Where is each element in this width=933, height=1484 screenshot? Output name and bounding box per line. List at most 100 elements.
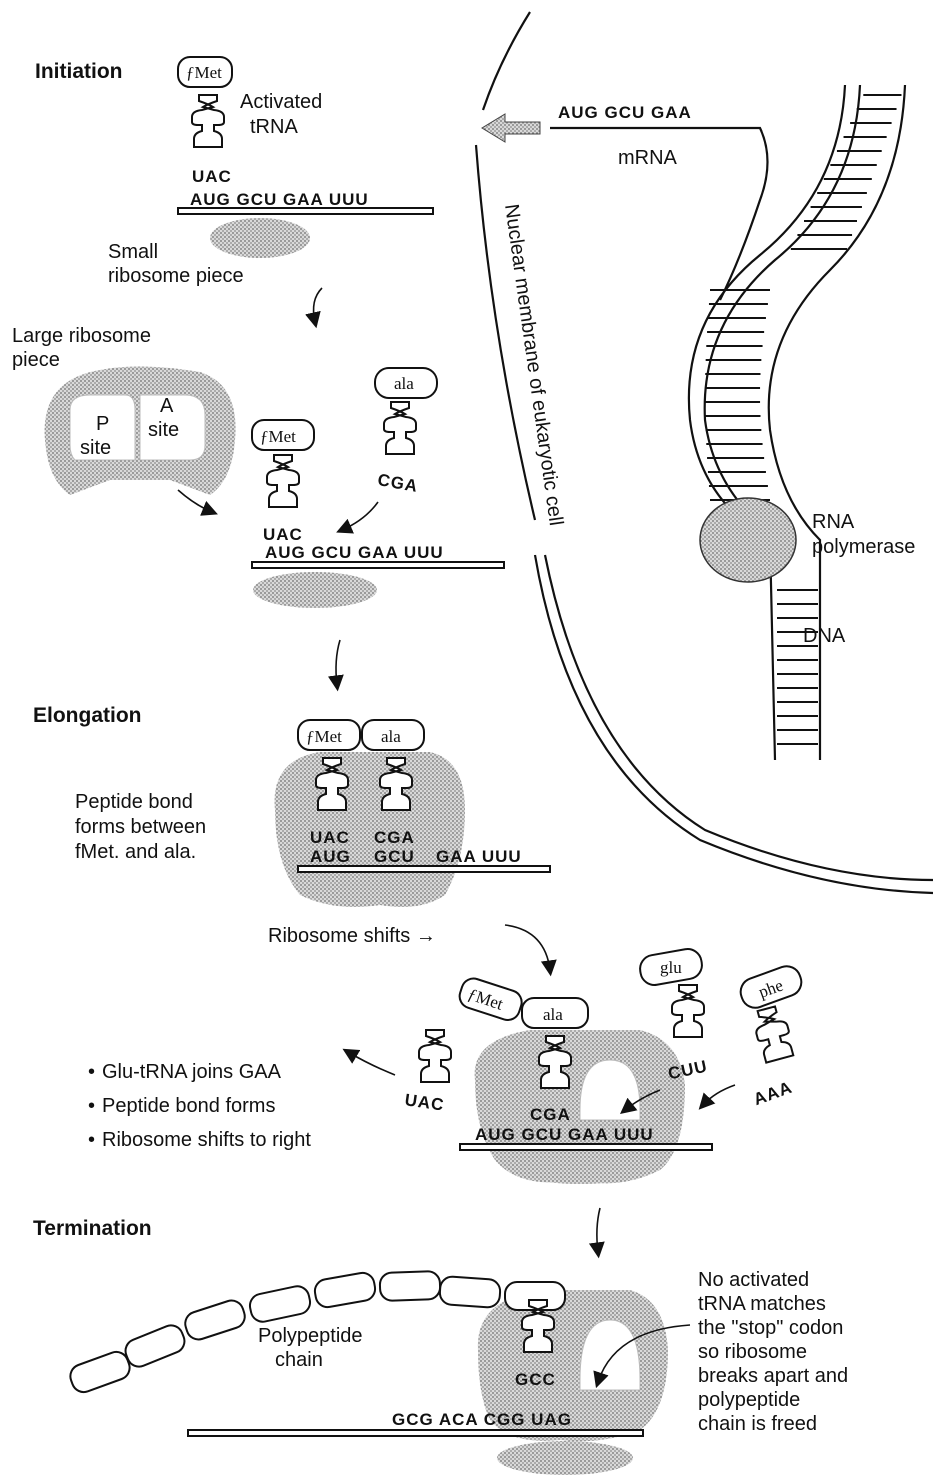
bullet-1: Glu-tRNA joins GAA — [102, 1061, 282, 1083]
initiation-mrna-seq-2: AUG GCU GAA UUU — [265, 543, 444, 562]
fmet-box-4-group: ƒMet — [457, 975, 525, 1023]
bullet-dot-1: • — [88, 1061, 95, 1083]
membrane-label: Nuclear membrane of eukaryotic cell — [500, 203, 567, 527]
elong-mrna-strand — [298, 866, 550, 872]
elong2-mrna-seq: AUG GCU GAA UUU — [475, 1125, 654, 1144]
fmet-label-2: ƒMet — [260, 427, 296, 446]
bullet-3: Ribosome shifts to right — [102, 1129, 311, 1151]
elongation-heading: Elongation — [33, 704, 142, 727]
elong-anticodon-1: UAC — [310, 828, 350, 847]
glu-label: glu — [660, 958, 682, 977]
dna-label: DNA — [803, 625, 846, 647]
released-trna — [419, 1030, 451, 1082]
termination-note-3: the "stop" codon — [698, 1317, 843, 1339]
initiation-mrna-strand — [178, 208, 433, 214]
glu-trna — [672, 985, 704, 1037]
initiation-arrow-1 — [314, 288, 322, 322]
bullet-dot-2: • — [88, 1095, 95, 1117]
initiation-anticodon: UAC — [192, 167, 232, 186]
ala-trna — [384, 402, 416, 454]
phe-anticodon: AAA — [751, 1078, 795, 1109]
rna-polymerase — [700, 498, 796, 582]
activated-trna-label-1: Activated — [240, 91, 322, 113]
elong2-small-ribosome — [510, 1152, 650, 1184]
elong-anticodon-2: CGA — [374, 828, 415, 847]
release-arrow — [348, 1052, 395, 1075]
peptide-note-3: fMet. and ala. — [75, 841, 196, 863]
termination-anticodon: GCC — [515, 1370, 556, 1389]
termination-note-6: polypeptide — [698, 1389, 800, 1411]
rna-polymerase-label-1: RNA — [812, 511, 855, 533]
phe-arrow — [703, 1085, 735, 1105]
elong-to-term-arrow — [597, 1208, 600, 1252]
nucleus-mrna-label: mRNA — [618, 147, 678, 169]
large-ribosome-label-2: piece — [12, 349, 60, 371]
nucleus-mrna-seq: AUG GCU GAA — [558, 103, 692, 122]
fmet-trna-2 — [267, 455, 299, 507]
small-ribosome — [210, 218, 310, 258]
elongation-section: Elongation ƒMet ala UAC CGA AUG GCU GAA … — [33, 704, 805, 1252]
termination-small-ribosome — [497, 1441, 633, 1475]
termination-note-2: tRNA matches — [698, 1293, 826, 1315]
elong2-mrna-strand — [460, 1144, 712, 1150]
amino-acid-bead — [380, 1271, 441, 1301]
shift-arrow — [505, 925, 550, 970]
amino-acid-bead — [313, 1271, 377, 1309]
released-anticodon: UAC — [404, 1090, 446, 1114]
bullet-2: Peptide bond forms — [102, 1095, 275, 1117]
fmet-label: ƒMet — [186, 63, 222, 82]
ala-label: ala — [394, 374, 414, 393]
elongation-bullets: • Glu-tRNA joins GAA • Peptide bond form… — [88, 1061, 311, 1151]
termination-note-5: breaks apart and — [698, 1365, 848, 1387]
elongation-ribosome — [275, 752, 465, 907]
initiation-arrow-3 — [336, 640, 340, 685]
initiation-mrna-seq: AUG GCU GAA UUU — [190, 190, 369, 209]
polypeptide-label-2: chain — [275, 1349, 323, 1371]
a-site-label-1: A — [160, 395, 174, 417]
nuclear-membrane-outer — [483, 12, 530, 110]
fmet-label-3: ƒMet — [306, 727, 342, 746]
dna-helix — [689, 85, 905, 760]
amino-acid-bead — [248, 1284, 313, 1324]
initiation-heading: Initiation — [35, 60, 123, 83]
ala-label-2: ala — [381, 727, 401, 746]
large-ribosome-label-1: Large ribosome — [12, 325, 151, 347]
p-site-label-2: site — [80, 437, 111, 459]
peptide-note-1: Peptide bond — [75, 791, 193, 813]
ala-label-3: ala — [543, 1005, 563, 1024]
bullet-dot-3: • — [88, 1129, 95, 1151]
amino-acid-bead — [182, 1297, 248, 1342]
ala-arrow — [342, 502, 378, 530]
phe-trna — [751, 1005, 795, 1064]
activated-trna — [192, 95, 224, 147]
initiation-section: Initiation ƒMet Activated tRNA UAC AUG G… — [12, 57, 504, 685]
elong-codon-1: AUG — [310, 847, 351, 866]
termination-note-7: chain is freed — [698, 1413, 817, 1435]
elong-codon-2: GCU — [374, 847, 415, 866]
small-ribosome-label-2: ribosome piece — [108, 265, 244, 287]
termination-heading: Termination — [33, 1217, 152, 1240]
amino-acid-bead — [67, 1349, 133, 1396]
initiation-anticodon-2: UAC — [263, 525, 303, 544]
termination-mrna-seq: GCG ACA CGG UAG — [392, 1410, 572, 1429]
termination-mrna-strand — [188, 1430, 643, 1436]
elong-codon-3: GAA UUU — [436, 847, 522, 866]
amino-acid-bead — [439, 1276, 501, 1308]
elong2-anticodon: CGA — [530, 1105, 571, 1124]
a-site-label-2: site — [148, 419, 179, 441]
termination-note-4: so ribosome — [698, 1341, 807, 1363]
peptide-note-2: forms between — [75, 816, 206, 838]
nucleus-panel: Nuclear membrane of eukaryotic cell AUG … — [476, 12, 933, 893]
p-site-label-1: P — [96, 413, 109, 435]
termination-section: Termination GCC Polypeptide chain GCG AC… — [33, 1217, 848, 1475]
polypeptide-label-1: Polypeptide — [258, 1325, 363, 1347]
export-arrow — [482, 114, 540, 142]
small-ribosome-2 — [253, 572, 377, 608]
ribosome-shifts-label: Ribosome shifts → — [268, 925, 436, 947]
ala-anticodon: CGA — [376, 470, 419, 496]
termination-note: No activated tRNA matches the "stop" cod… — [698, 1269, 848, 1435]
activated-trna-label-2: tRNA — [250, 116, 298, 138]
small-ribosome-label-1: Small — [108, 241, 158, 263]
